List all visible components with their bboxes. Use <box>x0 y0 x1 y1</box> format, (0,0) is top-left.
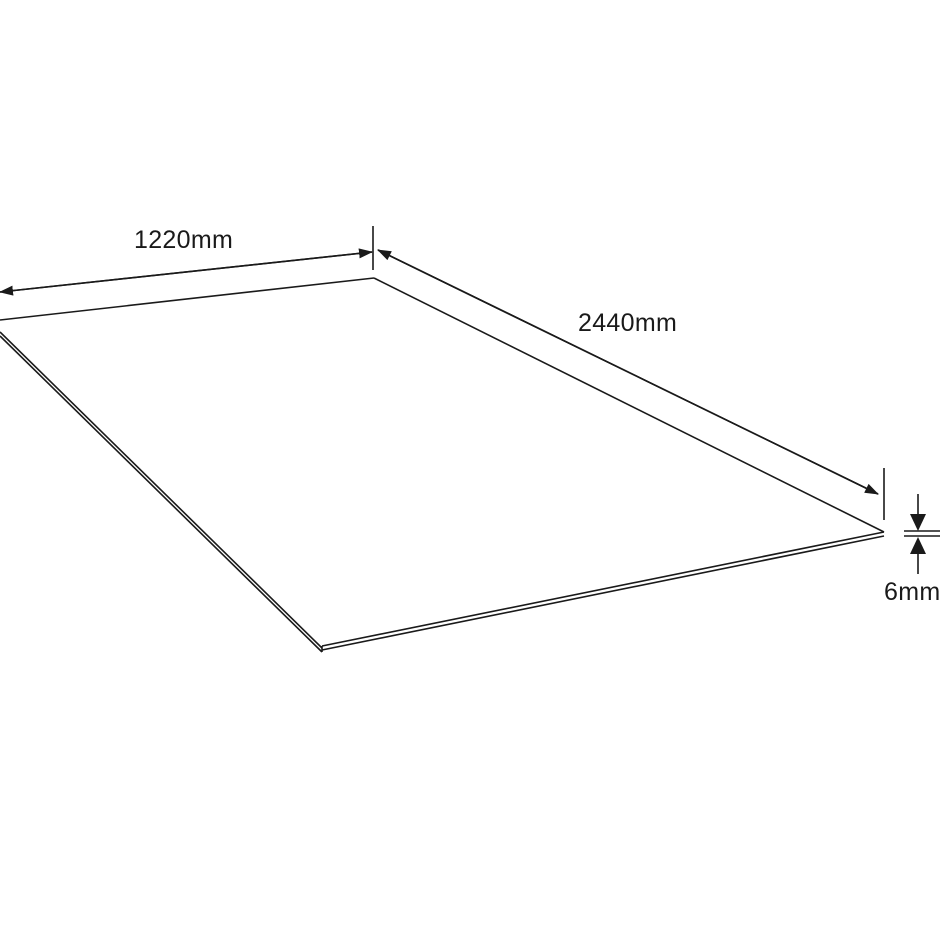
thickness-label: 6mm <box>884 578 940 606</box>
thickness-dimension <box>904 494 940 574</box>
width-dimension <box>0 226 374 296</box>
width-label: 1220mm <box>134 226 234 254</box>
length-label: 2440mm <box>578 309 678 337</box>
length-dimension <box>377 249 885 520</box>
sheet-outline <box>0 277 885 653</box>
